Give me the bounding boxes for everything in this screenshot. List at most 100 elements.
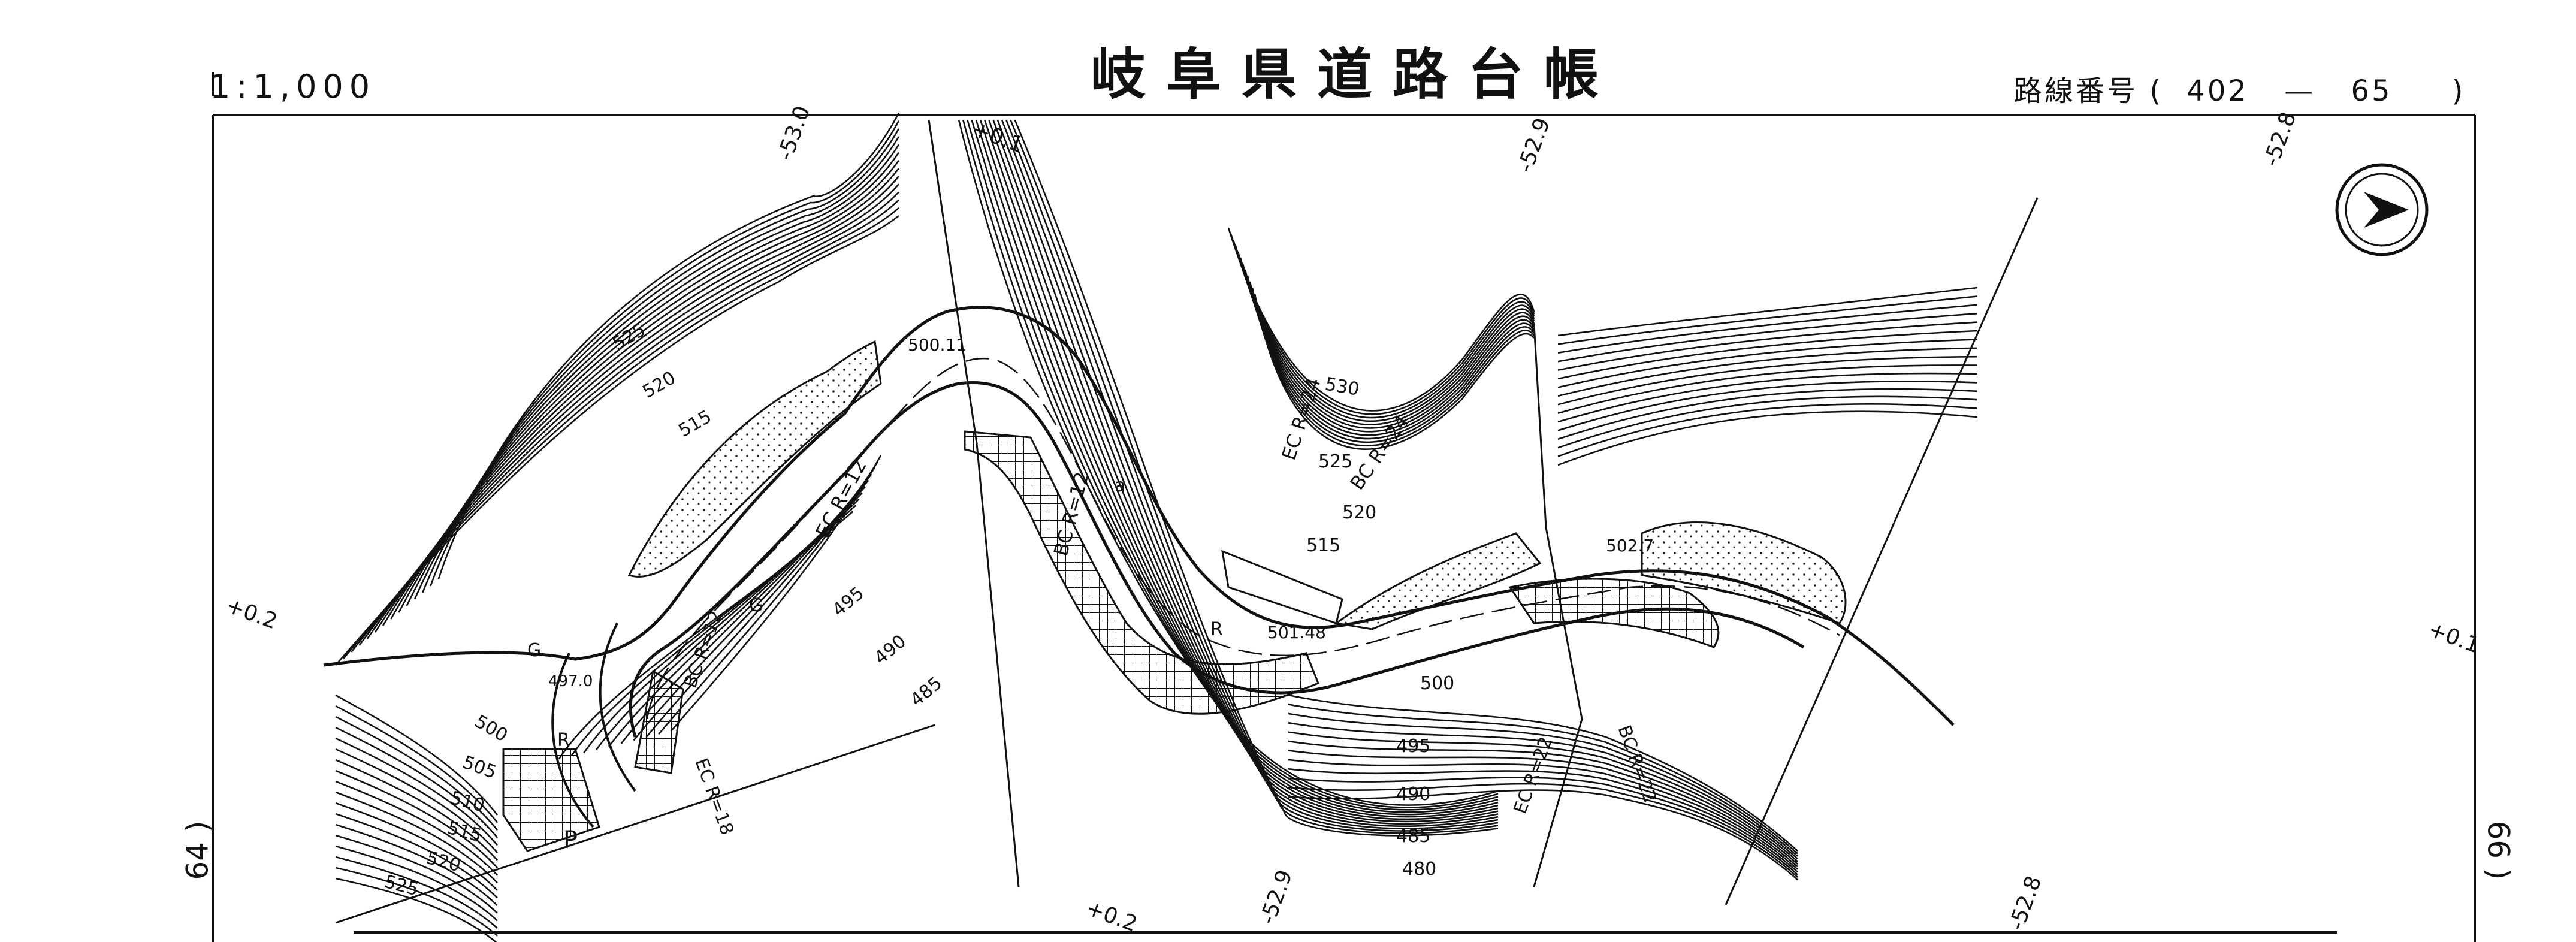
- margin-value-bottom-right: -52.8: [2004, 873, 2046, 934]
- elevation-label: 500.11: [908, 335, 967, 355]
- contour-line: [1557, 355, 1978, 406]
- route-label: 路線番号: [2013, 74, 2139, 108]
- contour-label: 495: [829, 583, 868, 621]
- paved-area-southwest: [502, 748, 600, 852]
- margin-value-top-mid: -52.9: [1513, 115, 1555, 176]
- contour-line: [1234, 245, 1535, 422]
- contour-line: [1288, 768, 1798, 873]
- contour-line: [1288, 783, 1798, 878]
- valley-line-west: [928, 119, 1020, 887]
- contour-line: [335, 866, 498, 937]
- margin-value-bottom-mid: -52.9: [1255, 867, 1297, 928]
- margin-value-left-side: +0.2: [223, 593, 280, 634]
- contour-line: [335, 705, 499, 823]
- contour-line: [335, 715, 499, 831]
- curve-label: EC R=18: [690, 756, 738, 838]
- contour-line: [1232, 239, 1535, 419]
- contour-label: 525: [382, 871, 421, 901]
- contour-line: [988, 119, 1499, 823]
- north-arrow-icon: [2335, 163, 2429, 256]
- contour-line: [335, 780, 498, 876]
- contour-line: [335, 834, 498, 914]
- contour-label: 490: [871, 631, 910, 669]
- contour-label: 485: [907, 673, 946, 711]
- contour-line: [1557, 321, 1978, 371]
- contour-line: [335, 791, 498, 884]
- contour-line: [958, 119, 1499, 806]
- contour-label: 495: [1396, 736, 1430, 757]
- contour-line: [1227, 227, 1535, 412]
- page-title: 岐阜県道路台帳: [1091, 42, 1620, 107]
- road-outer-edge: [323, 306, 1955, 726]
- contour-line: [1557, 364, 1978, 414]
- contour-line: [1557, 380, 1978, 431]
- contour-line: [1557, 330, 1978, 380]
- road-inner-edge: [629, 381, 1805, 738]
- symbol-r: R: [1210, 619, 1223, 640]
- contour-line: [1288, 731, 1798, 862]
- contour-line: [967, 119, 1499, 811]
- contour-line: [1288, 704, 1798, 855]
- retaining-wall: [1221, 550, 1343, 624]
- contour-label: 530: [1324, 373, 1361, 400]
- route-open: (: [2149, 74, 2164, 108]
- symbol-r: R: [557, 730, 570, 751]
- contour-line: [1244, 269, 1535, 436]
- contour-label: 500: [471, 711, 511, 747]
- contour-line: [1288, 694, 1798, 852]
- route-number-value: 402: [2187, 74, 2249, 108]
- contour-line: [1557, 339, 1978, 388]
- contour-line: [335, 759, 498, 861]
- contour-line: [1254, 293, 1535, 450]
- contour-line: [570, 505, 857, 757]
- contour-label: 480: [1402, 859, 1436, 880]
- contour-line: [1557, 286, 1978, 337]
- margin-value-top-plus: +0.1: [969, 117, 1026, 158]
- route-close: ): [2451, 74, 2466, 108]
- contour-line: [583, 498, 860, 754]
- contour-label: 490: [1396, 784, 1430, 805]
- contour-line: [1557, 403, 1978, 457]
- contour-line: [1288, 740, 1798, 865]
- contour-line: [1242, 263, 1535, 433]
- paved-area-center: [964, 430, 1319, 715]
- contour-line: [335, 737, 498, 846]
- elevation-label: 501.48: [1267, 623, 1326, 642]
- contour-line: [1288, 789, 1798, 881]
- contour-line: [335, 726, 499, 838]
- contour-line: [1288, 721, 1798, 860]
- symbol-g: G: [527, 640, 541, 661]
- contour-line: [335, 856, 498, 929]
- contour-line: [335, 823, 498, 907]
- contour-label: 520: [1342, 502, 1376, 523]
- contour-label: 520: [424, 847, 463, 877]
- contour-line: [979, 119, 1499, 818]
- contour-line: [1557, 395, 1978, 449]
- contour-line: [1237, 251, 1535, 425]
- contour-line: [1288, 759, 1798, 870]
- contour-label: 510: [448, 787, 487, 817]
- contour-line: [1239, 257, 1535, 429]
- contour-line: [437, 112, 900, 580]
- contour-line: [335, 769, 498, 869]
- route-section: 65: [2351, 74, 2393, 108]
- embankment-slope-mid: [1334, 532, 1542, 630]
- embankment-slope-left: [627, 340, 882, 578]
- symbol-g: G: [749, 595, 763, 616]
- elevation-label: 502.7: [1606, 536, 1654, 555]
- contour-line: [983, 119, 1499, 820]
- contour-label: 515: [675, 406, 715, 442]
- margin-value-bottom-plus: +0.2: [1083, 896, 1140, 937]
- contour-line: [1288, 750, 1798, 868]
- contour-label: 500: [1420, 673, 1454, 694]
- contour-line: [335, 813, 498, 899]
- elevation-label: 497.0: [548, 672, 593, 690]
- route-number: 路線番号 ( 402 — 65 ): [2013, 77, 2466, 105]
- route-dash: —: [2284, 74, 2316, 108]
- contour-label: 505: [460, 752, 499, 783]
- contour-line: [558, 511, 854, 760]
- contour-line: [335, 802, 498, 891]
- contour-line: [335, 845, 498, 922]
- contour-line: [1288, 712, 1798, 857]
